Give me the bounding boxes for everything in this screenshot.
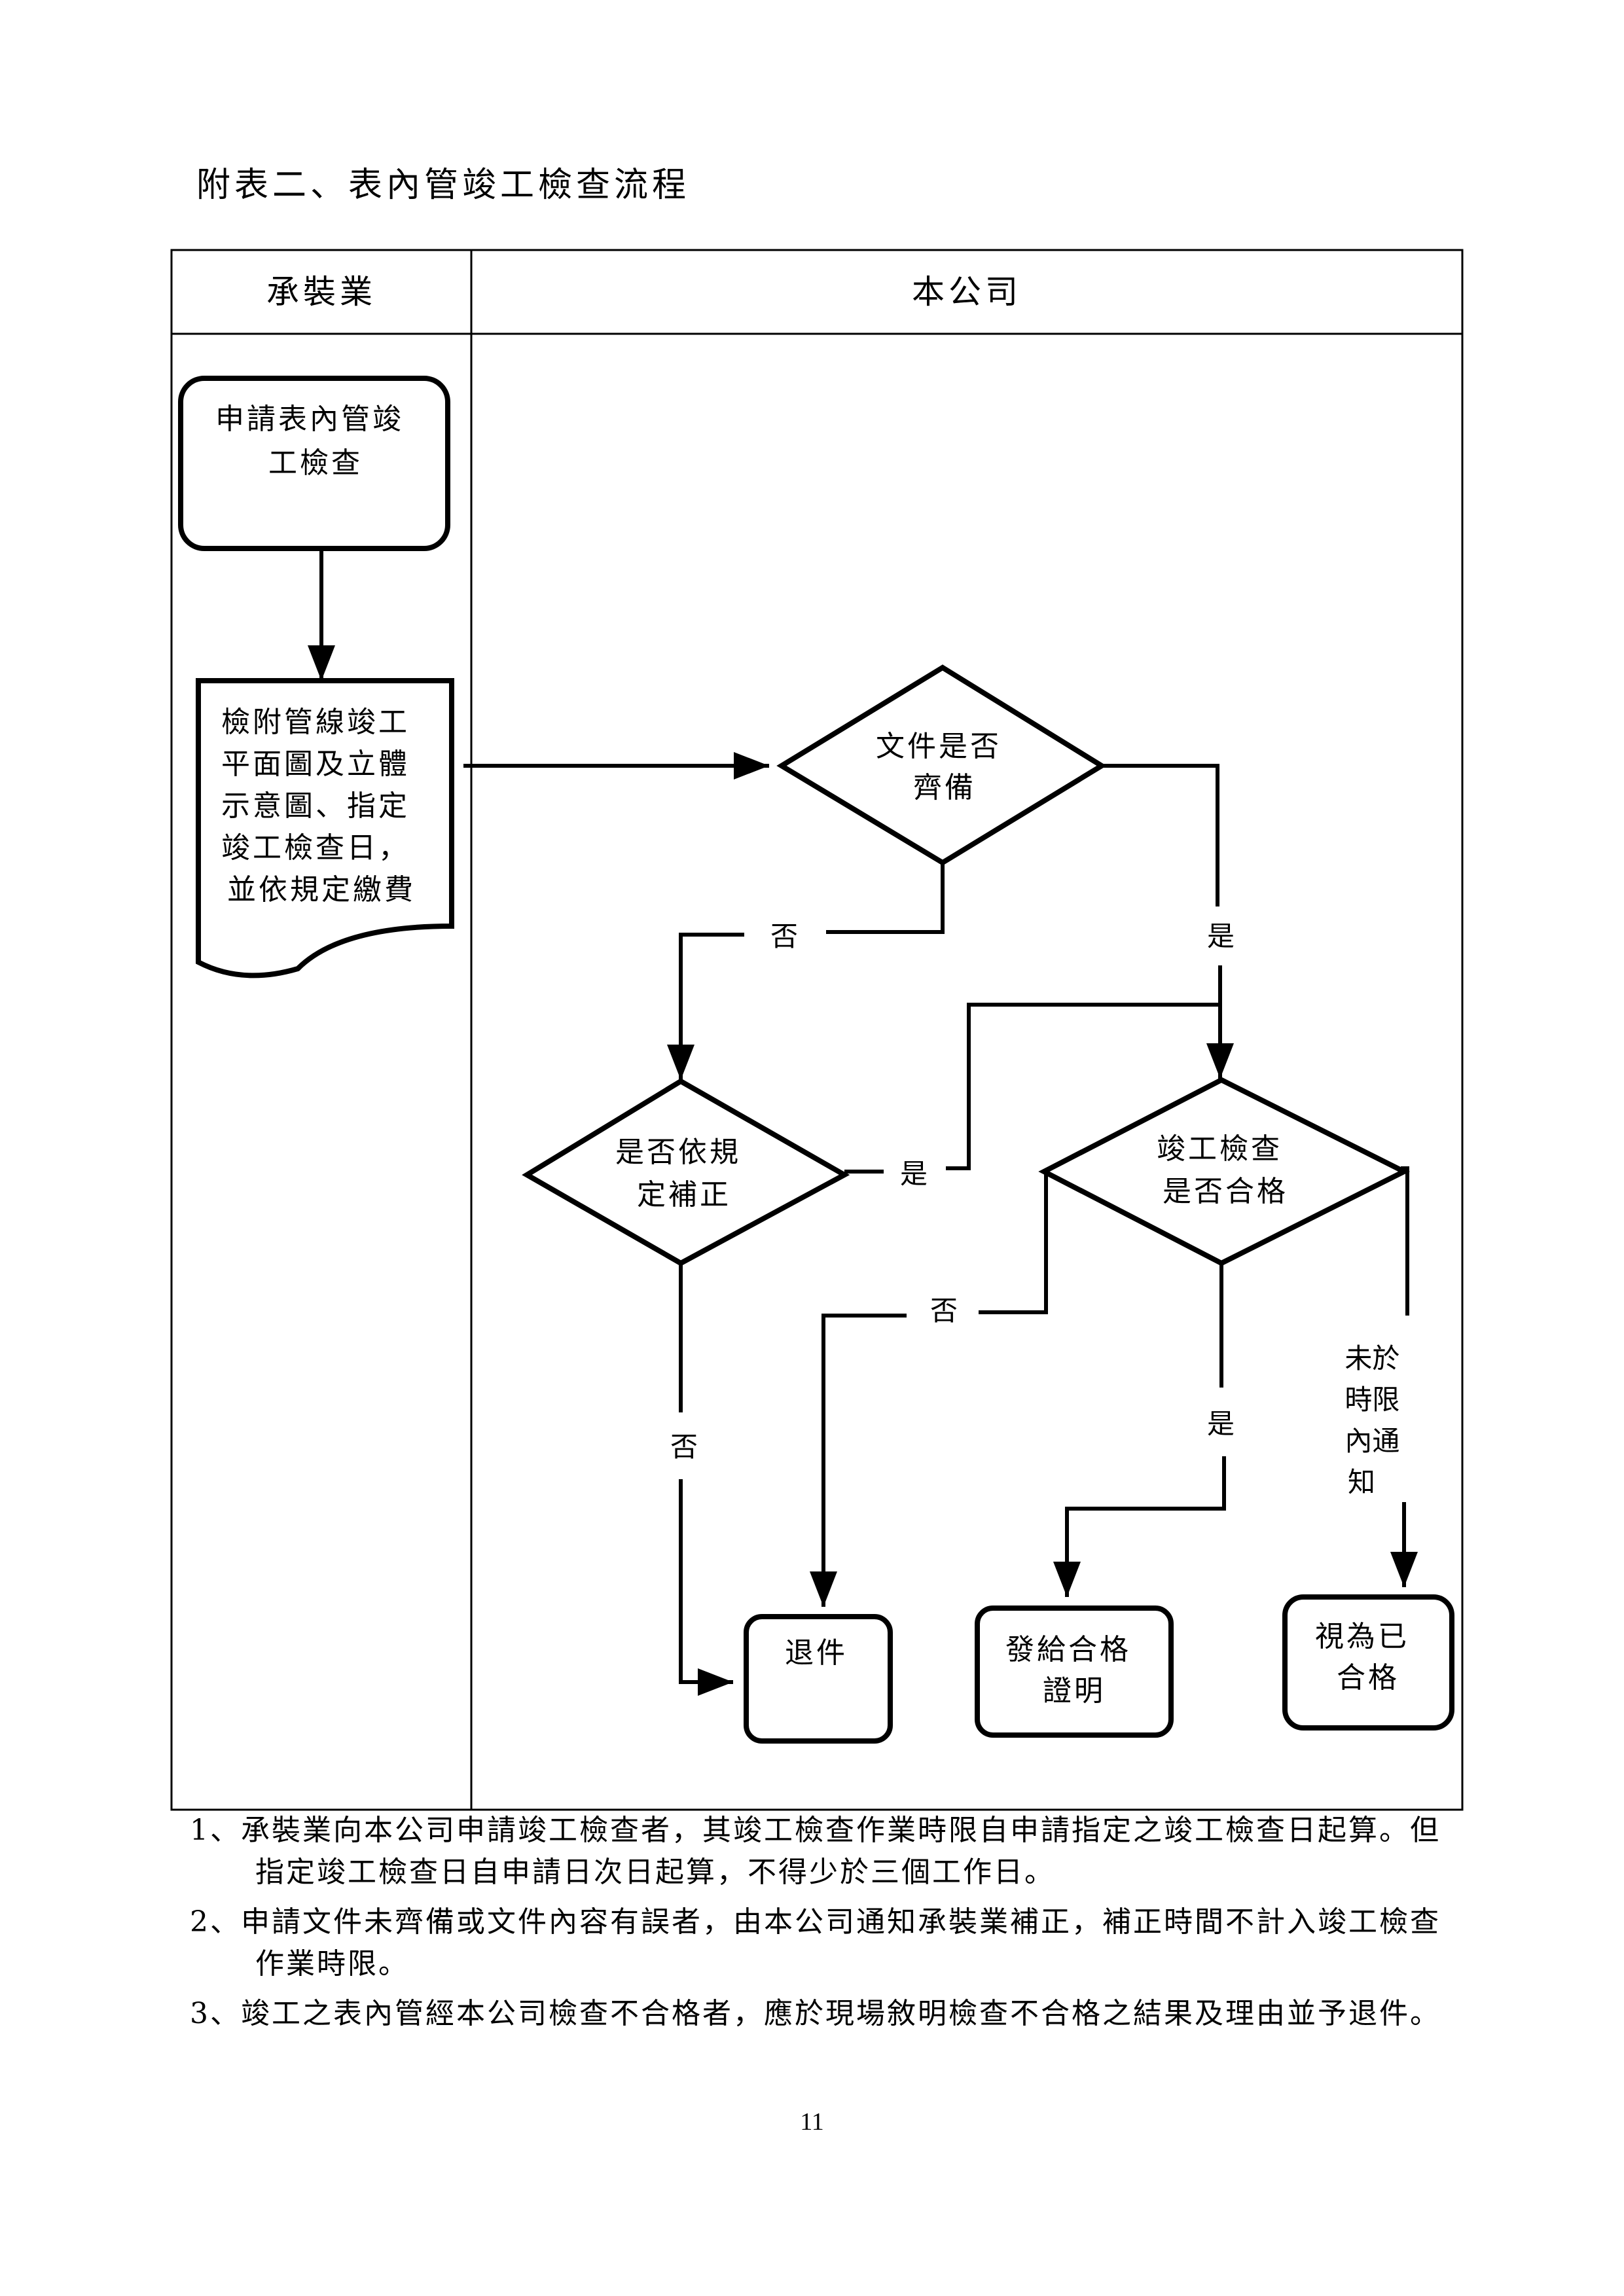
label-line: 示意圖、指定: [221, 789, 410, 823]
node-inspection-pass: [1038, 1077, 1410, 1266]
edge-not-notified: [1401, 1166, 1409, 1316]
label-line: 證明: [1043, 1674, 1106, 1708]
node-corrected-label: 是否依規 定補正: [615, 1136, 753, 1211]
label-line: 內通: [1344, 1425, 1399, 1457]
edge-corrected-no-b: [679, 1479, 733, 1696]
label-line: 發給合格: [1005, 1633, 1131, 1666]
note-item: 2、申請文件未齊備或文件內容有誤者，由本公司通知承裝業補正，補正時間不計入竣工檢…: [190, 1905, 1441, 1981]
node-deemed-pass: [1282, 1594, 1454, 1731]
label-line: 工檢查: [268, 446, 363, 480]
label-line: 齊備: [913, 771, 976, 804]
edge-label-not-notified: 未於 時限 內通 知: [1344, 1342, 1408, 1498]
label-line: 文件是否: [876, 730, 1001, 763]
edge-inspection-no-b: [810, 1314, 907, 1607]
label-line: 檢附管線竣工: [221, 706, 410, 739]
edge-label-docs-yes: 是: [1207, 920, 1235, 952]
node-docs-complete: [776, 664, 1107, 866]
node-docs-complete-label: 文件是否 齊備: [876, 730, 1013, 804]
label-line: 竣工檢查日，: [221, 831, 410, 865]
label-line: 是否合格: [1163, 1175, 1288, 1208]
node-return-case: [744, 1614, 893, 1744]
node-deemed-pass-label: 視為已 合格: [1315, 1620, 1421, 1695]
edge-docs-no-b: [667, 933, 744, 1080]
lane-header-company: 本公司: [912, 273, 1022, 311]
table-border: [170, 249, 1464, 1811]
node-corrected: [522, 1078, 850, 1266]
label-line: 平面圖及立體: [221, 747, 410, 781]
label-line: 未於: [1344, 1342, 1399, 1374]
edge-corrected-yes-b: [946, 1003, 1219, 1170]
edge-docs-yes: [1103, 764, 1219, 906]
note-item: 1、承裝業向本公司申請竣工檢查者，其竣工檢查作業時限自申請指定之竣工檢查日起算。…: [190, 1814, 1441, 1889]
notes-list: 1、承裝業向本公司申請竣工檢查者，其竣工檢查作業時限自申請指定之竣工檢查日起算。…: [190, 1810, 1447, 2043]
edge-docs-no: [826, 864, 945, 934]
edge-label-corrected-yes: 是: [900, 1158, 928, 1190]
label-line: 時限: [1344, 1384, 1399, 1416]
lane-header-contractor: 承裝業: [266, 273, 376, 311]
node-apply: [178, 376, 450, 551]
label-line: 定補正: [637, 1178, 731, 1211]
nodes: [178, 376, 1454, 1744]
label-line: 是否依規: [615, 1136, 741, 1169]
label-line: 並依規定繳費: [227, 873, 416, 906]
node-apply-label: 申請表內管竣 工檢查: [215, 403, 416, 480]
label-line: 知: [1348, 1466, 1375, 1498]
label-line: 視為已: [1315, 1620, 1409, 1653]
label-line: 合格: [1337, 1661, 1399, 1695]
edge-label-docs-no: 否: [770, 920, 798, 952]
node-submit-docs-label: 檢附管線竣工 平面圖及立體 示意圖、指定 竣工檢查日， 並依規定繳費: [221, 706, 422, 906]
edge-label-inspection-no: 否: [930, 1295, 958, 1327]
edge-inspection-yes-b: [1053, 1456, 1226, 1597]
label-line: 申請表內管竣: [215, 403, 404, 436]
node-inspection-pass-label: 竣工檢查 是否合格: [1157, 1132, 1294, 1208]
page-title: 附表二、表內管竣工檢查流程: [196, 166, 691, 205]
edge-label-inspection-yes: 是: [1207, 1408, 1235, 1440]
node-issue-cert-label: 發給合格 證明: [1005, 1633, 1143, 1708]
node-submit-docs: [196, 678, 454, 978]
note-item: 3、竣工之表內管經本公司檢查不合格者，應於現場敘明檢查不合格之結果及理由並予退件…: [190, 1997, 1441, 2030]
node-issue-cert: [975, 1605, 1174, 1738]
label-line: 退件: [785, 1636, 848, 1670]
label-line: 竣工檢查: [1157, 1132, 1282, 1166]
page-number: 11: [800, 2108, 824, 2136]
connectors: [308, 550, 1418, 1696]
edge-inspection-no: [979, 1172, 1048, 1314]
node-return-case-label: 退件: [785, 1636, 848, 1670]
edge-label-corrected-no: 否: [670, 1431, 698, 1463]
swimlane-table: [170, 249, 1464, 1811]
